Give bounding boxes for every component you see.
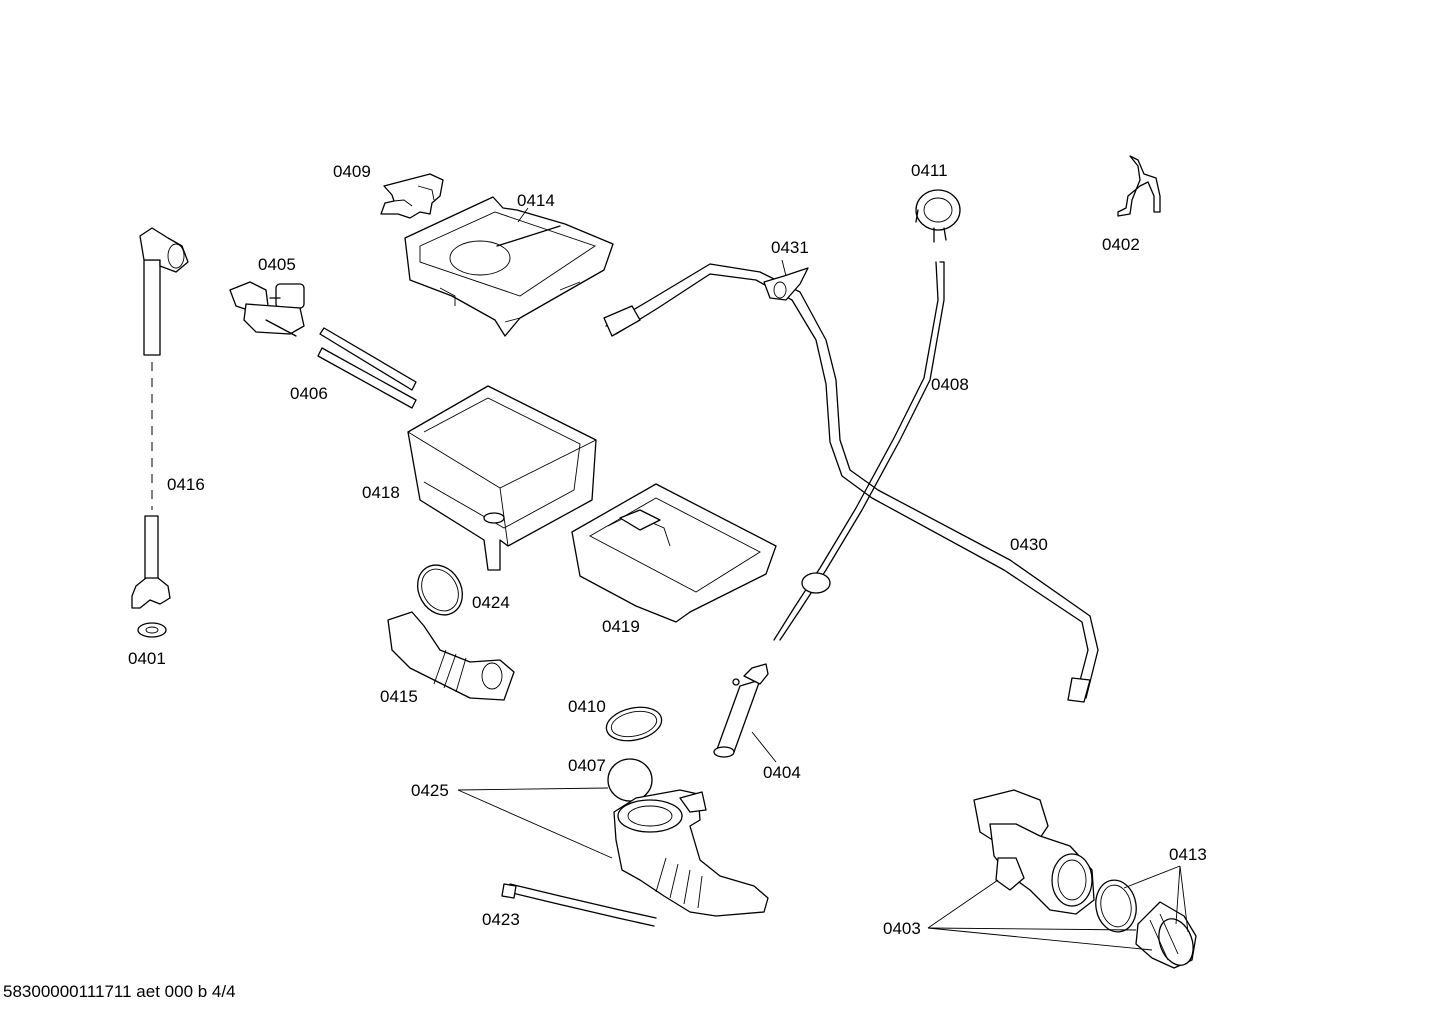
label-0423: 0423 <box>482 910 520 929</box>
part-0424-ring <box>416 564 464 616</box>
part-0405-valve <box>229 281 305 337</box>
part-0410-gasket <box>605 706 663 742</box>
label-0414: 0414 <box>517 191 555 210</box>
part-0411-pressure-switch <box>915 189 961 243</box>
label-0418: 0418 <box>362 483 400 502</box>
label-0403: 0403 <box>883 919 921 938</box>
part-0418-housing <box>407 385 597 571</box>
label-0415: 0415 <box>380 687 418 706</box>
part-0431-clip <box>763 267 809 301</box>
label-0419: 0419 <box>602 617 640 636</box>
part-0402-hook <box>1117 155 1161 217</box>
part-0430-pipe <box>603 263 1099 703</box>
part-0419-drawer <box>571 483 777 623</box>
document-id-footer: 58300000111711 aet 000 b 4/4 <box>3 982 236 1001</box>
part-0407-ball <box>607 758 653 802</box>
part-0404-filter <box>713 663 769 758</box>
part-0416-hose <box>131 227 189 609</box>
label-0424: 0424 <box>472 593 510 612</box>
label-0402: 0402 <box>1102 235 1140 254</box>
part-0406-tubes <box>317 327 417 409</box>
label-0409: 0409 <box>333 162 371 181</box>
label-0416: 0416 <box>167 475 205 494</box>
part-0403-pump <box>973 789 1095 915</box>
part-0413-seal-filter <box>1095 879 1197 969</box>
label-0430: 0430 <box>1010 535 1048 554</box>
label-0425: 0425 <box>411 781 449 800</box>
label-0410: 0410 <box>568 697 606 716</box>
part-0423-hose <box>501 883 657 927</box>
part-0408-hose <box>773 261 945 641</box>
label-0404: 0404 <box>763 763 801 782</box>
label-0405: 0405 <box>258 255 296 274</box>
label-0401: 0401 <box>128 649 166 668</box>
label-0411: 0411 <box>911 161 948 180</box>
label-0406: 0406 <box>290 384 328 403</box>
label-0431: 0431 <box>771 238 809 257</box>
label-0413: 0413 <box>1169 845 1207 864</box>
part-0415-bellows <box>387 611 515 701</box>
label-0408: 0408 <box>931 375 969 394</box>
part-0425-sump <box>613 789 769 917</box>
label-0407: 0407 <box>568 756 606 775</box>
leader-lines <box>457 207 1189 951</box>
part-0409-clip <box>380 173 444 219</box>
part-0414-cover <box>404 196 614 337</box>
part-0401-washer <box>137 622 167 638</box>
